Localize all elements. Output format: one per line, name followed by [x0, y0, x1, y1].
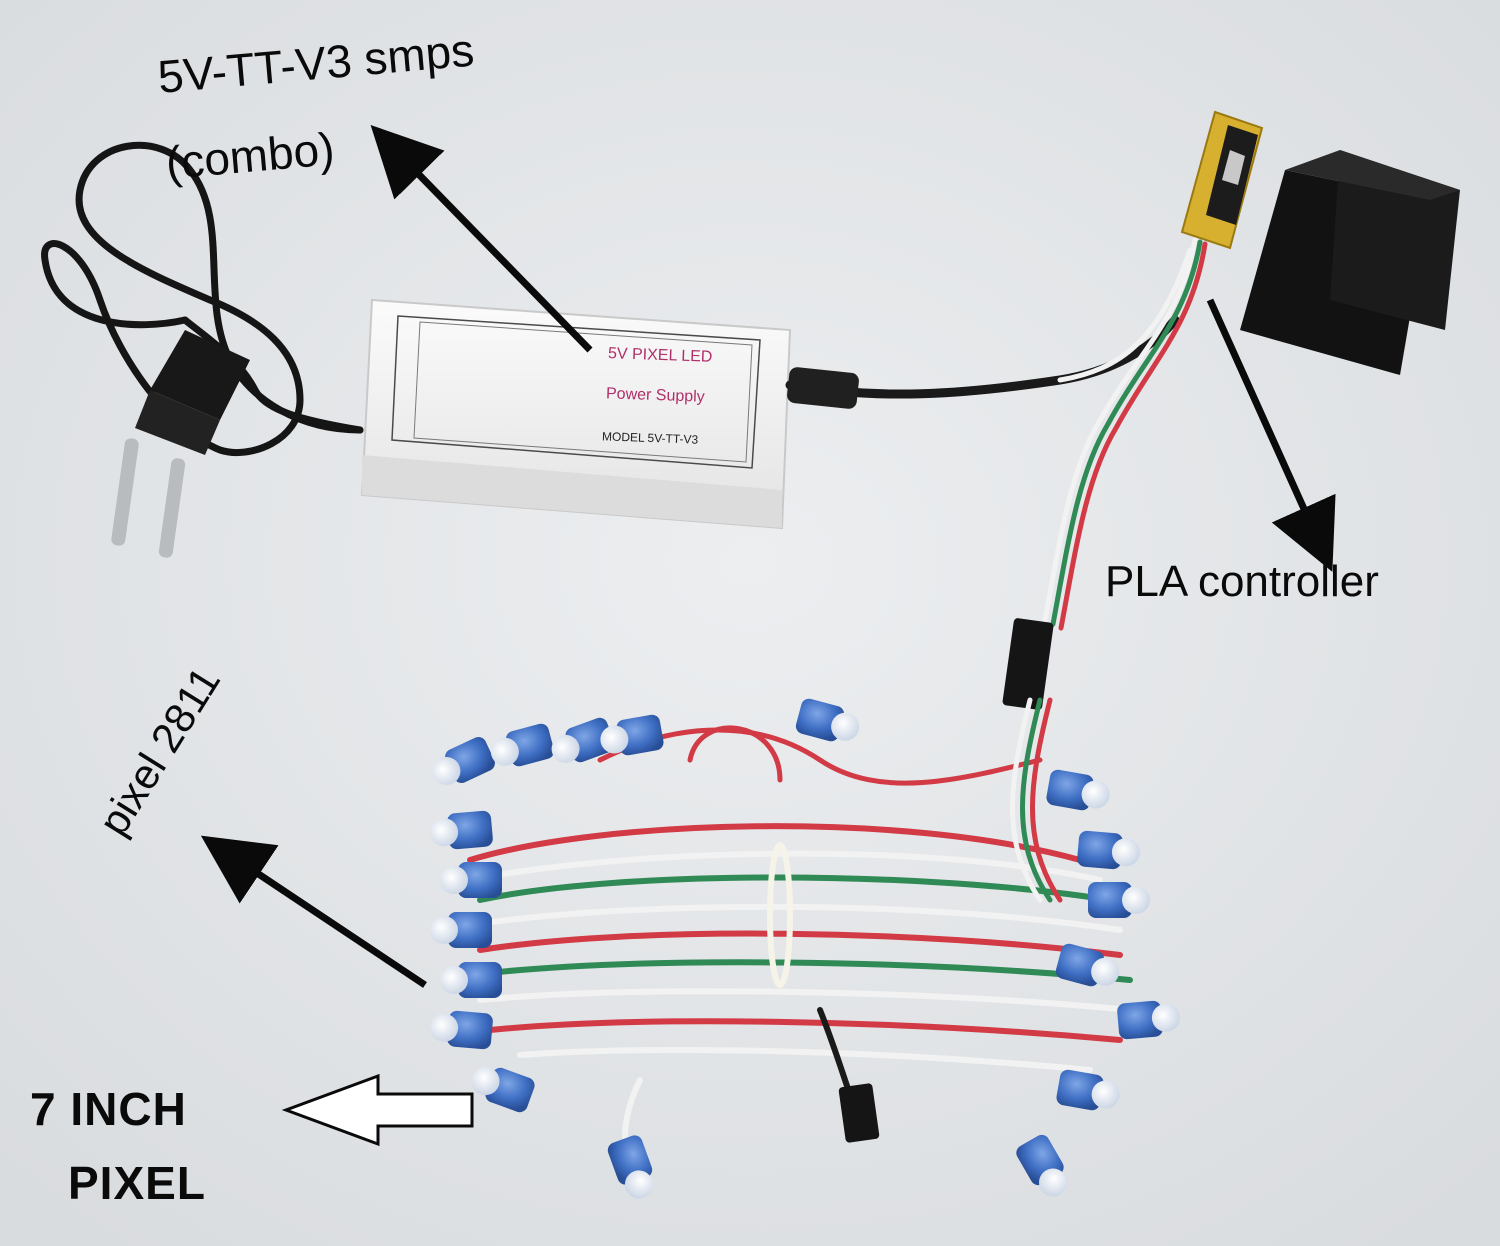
- annotation-arrows: [200, 124, 1336, 1147]
- pla-controller-label: PLA controller: [1105, 557, 1379, 606]
- arrow-to-pixel: [200, 835, 427, 988]
- psu-model-label: MODEL 5V-TT-V3: [601, 429, 699, 447]
- pixel-wire-bundle: [467, 697, 1133, 1183]
- cable-tie: [767, 842, 793, 988]
- pixel-size-label-line1: 7 INCH: [30, 1083, 187, 1135]
- dc-cable: [785, 315, 1180, 409]
- psu-label-line2: Power Supply: [605, 385, 706, 406]
- arrow-to-psu: [370, 124, 593, 353]
- hollow-arrow-7inch: [281, 1073, 474, 1147]
- connector-plug-bottom: [838, 1083, 880, 1143]
- led-pixels: [430, 698, 1180, 1199]
- pla-controller: [1180, 110, 1460, 375]
- mains-plug: [111, 330, 250, 558]
- signal-wires: [1042, 237, 1208, 631]
- pixel-size-label-line2: PIXEL: [68, 1157, 206, 1209]
- arrow-to-controller: [1206, 298, 1336, 572]
- connector-plug: [1002, 618, 1054, 710]
- power-supply-box: [360, 298, 792, 530]
